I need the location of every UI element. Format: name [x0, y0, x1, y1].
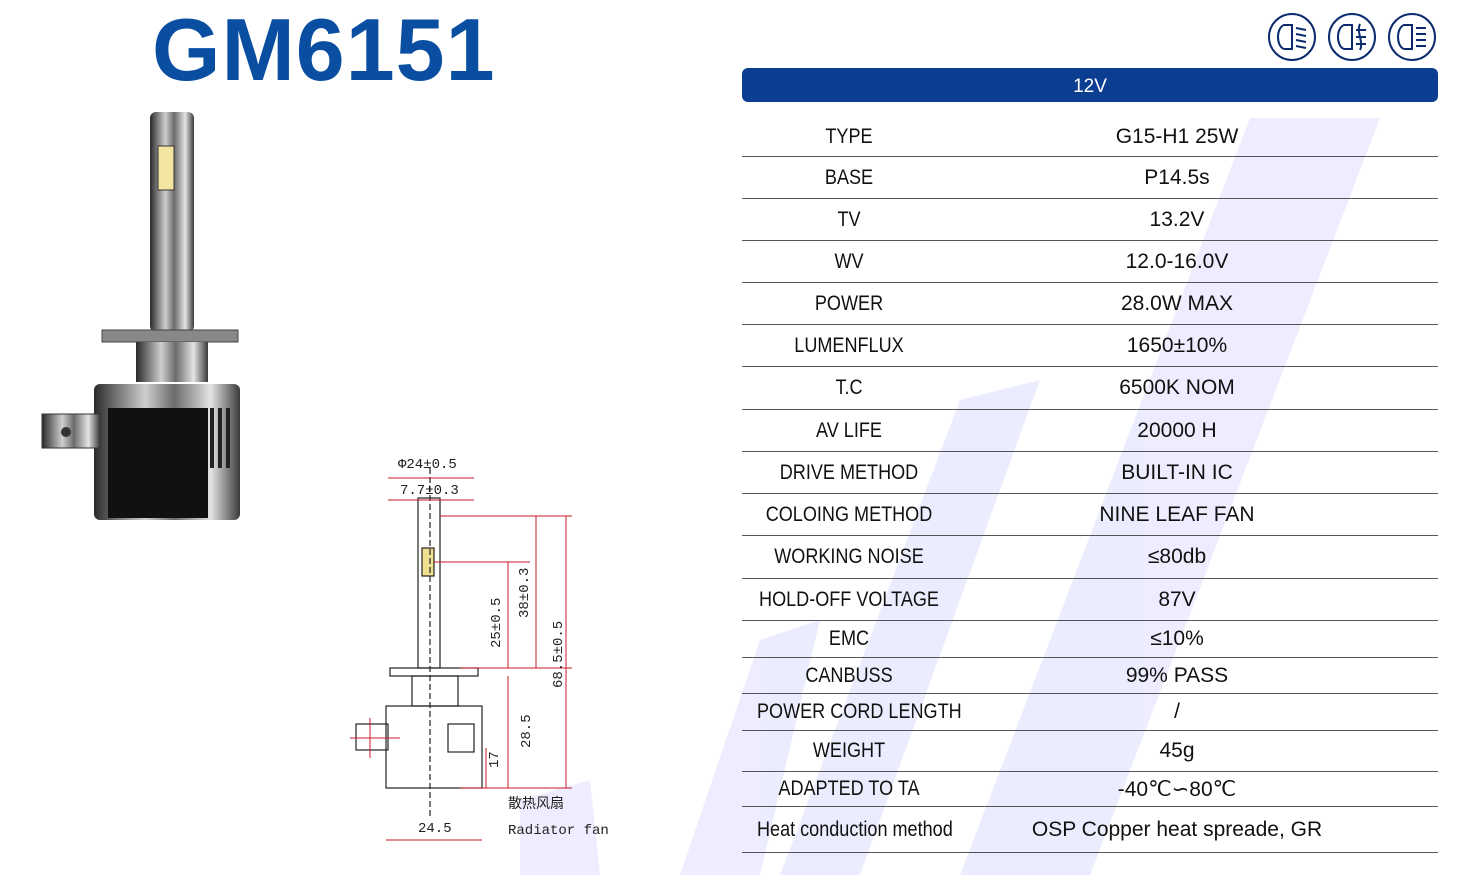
spec-row: WEIGHT 45g — [742, 731, 1438, 772]
low-beam-icon — [1268, 13, 1316, 61]
spec-value: 6500K NOM — [1119, 376, 1235, 399]
spec-value: / — [1174, 700, 1180, 723]
dim-38: 38±0.3 — [517, 568, 533, 618]
spec-label: POWER — [814, 291, 884, 315]
spec-label: WEIGHT — [812, 739, 886, 762]
spec-row: T.C 6500K NOM — [742, 367, 1438, 410]
lamp-icons — [1268, 13, 1436, 61]
product-title: GM6151 — [152, 0, 496, 99]
spec-value: -40℃∽80℃ — [1117, 777, 1237, 801]
dimension-drawing: Φ24±0.5 7.7±0.3 25±0.5 38±0.3 68.5±0.5 2… — [350, 457, 609, 841]
spec-label: TYPE — [825, 125, 873, 148]
fan-label-cn: 散热风扇 — [508, 796, 564, 813]
spec-value: 13.2V — [1149, 207, 1205, 231]
spec-label: AV LIFE — [816, 418, 882, 442]
spec-value: G15-H1 25W — [1115, 125, 1239, 148]
spec-row: BASE P14.5s — [742, 157, 1438, 199]
spec-label: EMC — [828, 627, 870, 650]
product-image — [41, 112, 240, 520]
dim-68: 68.5±0.5 — [551, 621, 567, 688]
spec-row: ADAPTED TO TA -40℃∽80℃ — [742, 772, 1438, 807]
dim-width-top: 7.7±0.3 — [400, 483, 459, 499]
spec-label: TV — [837, 207, 861, 231]
spec-row: AV LIFE 20000 H — [742, 410, 1438, 452]
dim-diameter: Φ24±0.5 — [398, 457, 457, 473]
spec-label: POWER CORD LENGTH — [756, 700, 962, 723]
spec-label: CANBUSS — [805, 663, 893, 687]
spec-row: CANBUSS 99% PASS — [742, 658, 1438, 694]
spec-row: POWER 28.0W MAX — [742, 283, 1438, 325]
spec-value: NINE LEAF FAN — [1099, 502, 1255, 526]
spec-value: 87V — [1158, 587, 1196, 611]
spec-row: COLOING METHOD NINE LEAF FAN — [742, 494, 1438, 536]
spec-row: TYPE G15-H1 25W — [742, 118, 1438, 157]
spec-row: WV 12.0-16.0V — [742, 241, 1438, 283]
high-beam-icon — [1388, 13, 1436, 61]
spec-value: ≤10% — [1150, 627, 1204, 650]
dim-bottom: 24.5 — [418, 821, 452, 837]
spec-label: ADAPTED TO TA — [778, 777, 920, 800]
spec-row: EMC ≤10% — [742, 621, 1438, 658]
spec-row: WORKING NOISE ≤80db — [742, 536, 1438, 579]
spec-label: HOLD-OFF VOLTAGE — [759, 587, 939, 611]
dim-25: 25±0.5 — [489, 598, 505, 648]
spec-row: DRIVE METHOD BUILT-IN IC — [742, 452, 1438, 494]
spec-value: 45g — [1159, 739, 1195, 762]
voltage-header: 12V — [742, 68, 1438, 102]
spec-value: 1650±10% — [1126, 333, 1228, 357]
spec-row: POWER CORD LENGTH / — [742, 694, 1438, 731]
fan-label-en: Radiator fan — [508, 823, 609, 839]
spec-value: BUILT-IN IC — [1121, 460, 1233, 484]
spec-label: Heat conduction method — [756, 817, 953, 841]
spec-value: 12.0-16.0V — [1125, 249, 1229, 273]
spec-value: 20000 H — [1137, 418, 1217, 442]
spec-value: ≤80db — [1147, 545, 1207, 568]
spec-label: BASE — [824, 165, 874, 189]
spec-value: OSP Copper heat spreade, GR — [1031, 817, 1323, 841]
spec-label: T.C — [835, 376, 863, 399]
spec-row: LUMENFLUX 1650±10% — [742, 325, 1438, 367]
spec-label: LUMENFLUX — [794, 333, 904, 357]
spec-row: TV 13.2V — [742, 199, 1438, 241]
spec-value: P14.5s — [1144, 165, 1210, 189]
dim-28: 28.5 — [519, 714, 535, 748]
fog-light-icon — [1328, 13, 1376, 61]
spec-label: COLOING METHOD — [765, 502, 933, 526]
spec-label: WORKING NOISE — [774, 545, 924, 568]
spec-value: 99% PASS — [1125, 663, 1229, 687]
spec-label: DRIVE METHOD — [779, 460, 919, 484]
spec-row: HOLD-OFF VOLTAGE 87V — [742, 579, 1438, 621]
spec-row: Heat conduction method OSP Copper heat sp… — [742, 807, 1438, 853]
dim-17: 17 — [487, 751, 503, 768]
spec-label: WV — [834, 249, 864, 273]
spec-value: 28.0W MAX — [1120, 291, 1234, 315]
